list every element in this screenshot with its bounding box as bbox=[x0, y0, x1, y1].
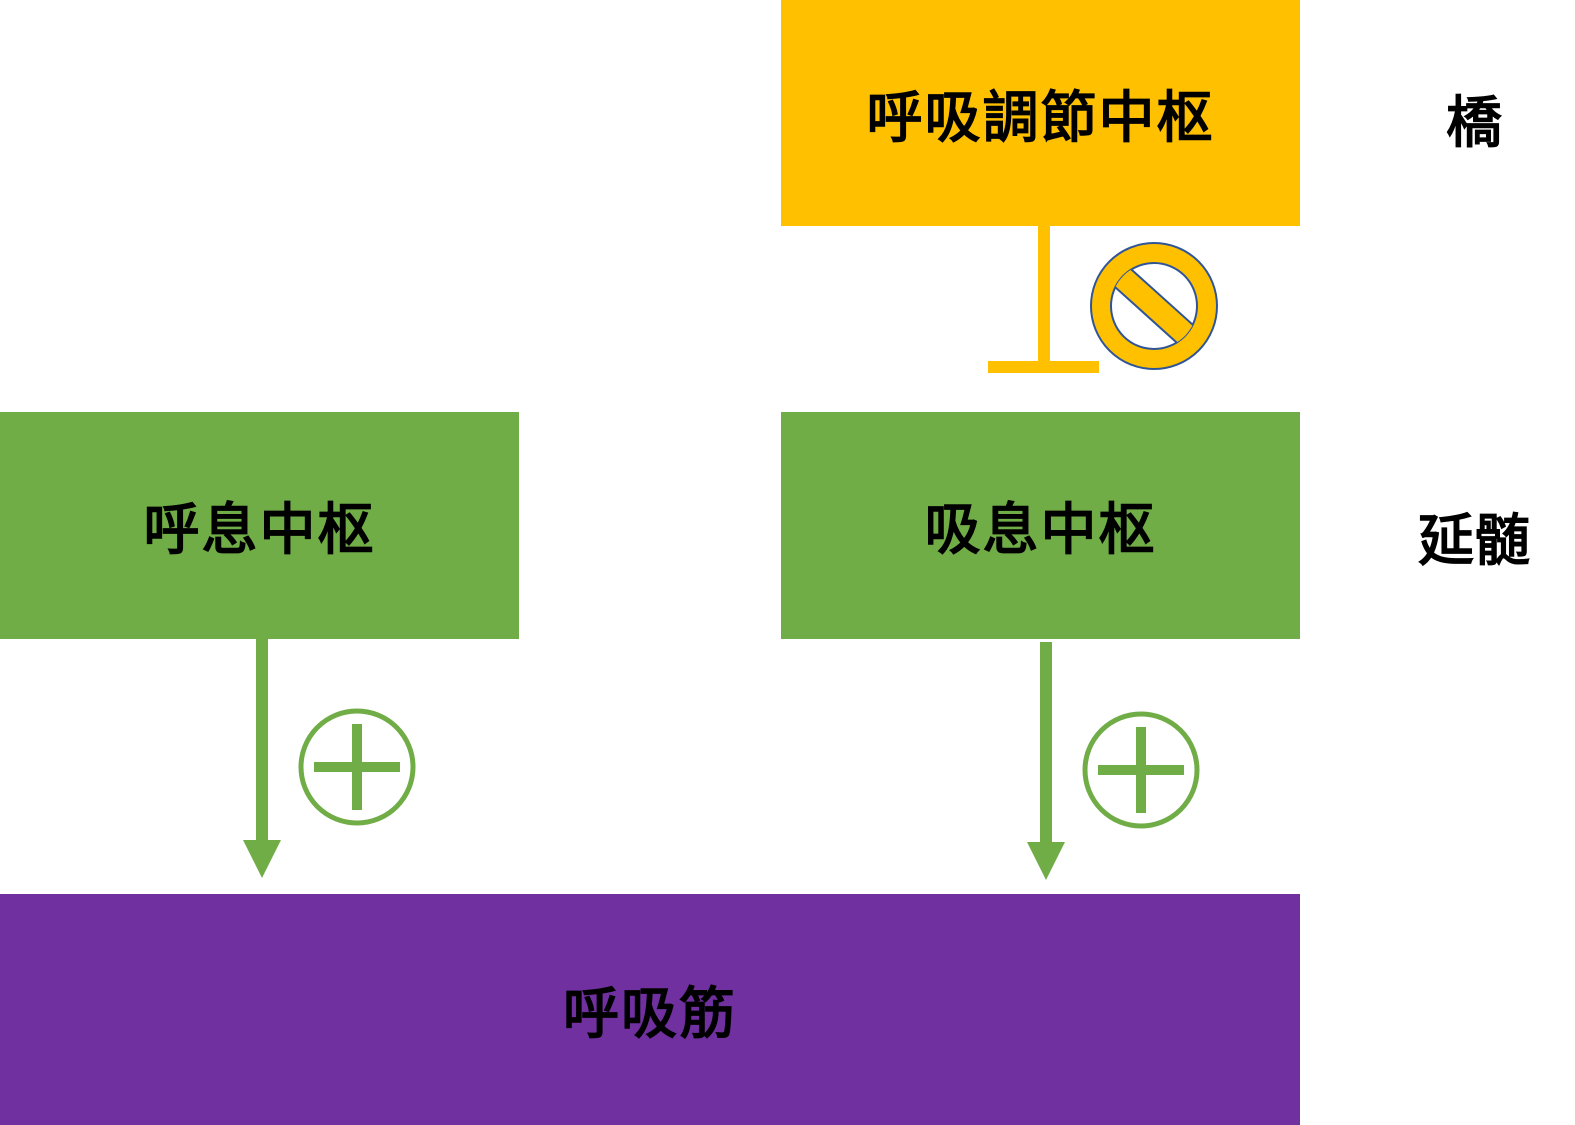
pneumotaxic-center-box: 呼吸調節中枢 bbox=[781, 0, 1300, 226]
respiratory-muscles-box: 呼吸筋 bbox=[0, 894, 1300, 1125]
prohibition-icon bbox=[1090, 242, 1218, 370]
inhibit-connector bbox=[988, 226, 1099, 373]
region-label-pons: 橋 bbox=[1446, 91, 1502, 156]
excite-arrow-left bbox=[243, 639, 281, 878]
inspiratory-center-label: 吸息中枢 bbox=[924, 498, 1157, 563]
pneumotaxic-center-label: 呼吸調節中枢 bbox=[866, 85, 1215, 151]
excite-arrow-right bbox=[1027, 642, 1065, 880]
expiratory-center-box: 呼息中枢 bbox=[0, 412, 519, 639]
region-label-medulla: 延髄 bbox=[1418, 509, 1530, 574]
plus-icon bbox=[1082, 711, 1200, 829]
expiratory-center-label: 呼息中枢 bbox=[143, 498, 376, 563]
respiratory-muscles-label: 呼吸筋 bbox=[563, 982, 737, 1047]
inspiratory-center-box: 吸息中枢 bbox=[781, 412, 1300, 639]
plus-icon bbox=[298, 708, 416, 826]
